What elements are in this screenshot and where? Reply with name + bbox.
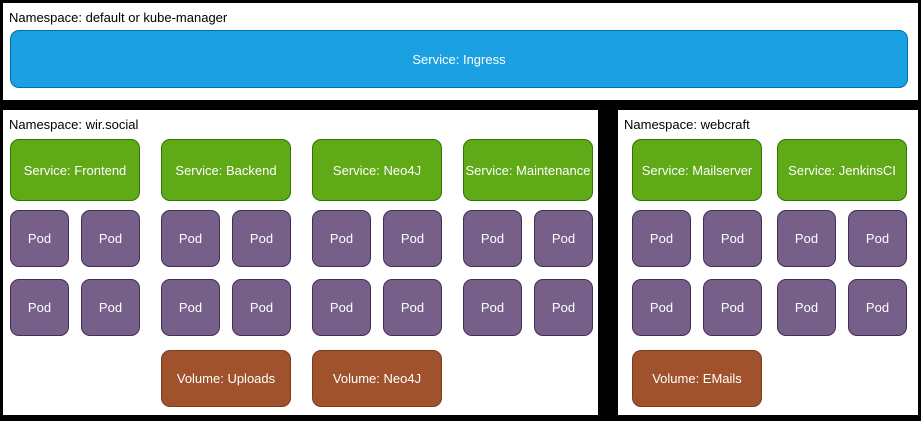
pod: Pod — [232, 279, 291, 336]
namespace-panel-default: Namespace: default or kube-manager Servi… — [3, 3, 918, 100]
pod: Pod — [161, 279, 220, 336]
pod-row: Pod Pod — [312, 210, 442, 267]
pod-row: Pod Pod — [632, 210, 762, 267]
volume-emails: Volume: EMails — [632, 350, 762, 407]
pod-row: Pod Pod — [312, 279, 442, 336]
service-group-maintenance: Service: Maintenance Pod Pod Pod Pod — [463, 139, 593, 407]
pod: Pod — [383, 210, 442, 267]
service-maintenance: Service: Maintenance — [463, 139, 593, 201]
service-group-mailserver: Service: Mailserver Pod Pod Pod Pod Volu… — [632, 139, 762, 407]
service-group-neo4j: Service: Neo4J Pod Pod Pod Pod Volume: N… — [312, 139, 442, 407]
pod: Pod — [632, 210, 691, 267]
pod: Pod — [534, 279, 593, 336]
pod: Pod — [10, 279, 69, 336]
pod: Pod — [534, 210, 593, 267]
namespace-label: Namespace: wir.social — [9, 117, 139, 132]
namespace-panel-webcraft: Namespace: webcraft Service: Mailserver … — [618, 110, 918, 415]
pod-row: Pod Pod — [10, 210, 140, 267]
pod: Pod — [848, 279, 907, 336]
service-ingress: Service: Ingress — [10, 30, 908, 88]
pod: Pod — [463, 210, 522, 267]
pod: Pod — [81, 210, 140, 267]
pod: Pod — [161, 210, 220, 267]
pod: Pod — [703, 210, 762, 267]
pod: Pod — [777, 279, 836, 336]
pod: Pod — [848, 210, 907, 267]
pod-row: Pod Pod — [161, 210, 291, 267]
pod: Pod — [312, 210, 371, 267]
pod-row: Pod Pod — [632, 279, 762, 336]
pod: Pod — [10, 210, 69, 267]
pod: Pod — [632, 279, 691, 336]
pod: Pod — [232, 210, 291, 267]
service-mailserver: Service: Mailserver — [632, 139, 762, 201]
service-columns: Service: Mailserver Pod Pod Pod Pod Volu… — [632, 139, 907, 407]
pod-row: Pod Pod — [463, 279, 593, 336]
pod: Pod — [81, 279, 140, 336]
namespace-label: Namespace: webcraft — [624, 117, 750, 132]
pod: Pod — [312, 279, 371, 336]
volume-uploads: Volume: Uploads — [161, 350, 291, 407]
namespace-label: Namespace: default or kube-manager — [9, 10, 228, 25]
pod-row: Pod Pod — [161, 279, 291, 336]
pod: Pod — [463, 279, 522, 336]
service-group-frontend: Service: Frontend Pod Pod Pod Pod — [10, 139, 140, 407]
service-backend: Service: Backend — [161, 139, 291, 201]
pod: Pod — [777, 210, 836, 267]
pod-row: Pod Pod — [463, 210, 593, 267]
namespace-panel-wir-social: Namespace: wir.social Service: Frontend … — [3, 110, 598, 415]
pod-row: Pod Pod — [10, 279, 140, 336]
service-group-backend: Service: Backend Pod Pod Pod Pod Volume:… — [161, 139, 291, 407]
service-columns: Service: Frontend Pod Pod Pod Pod Servic… — [10, 139, 593, 407]
service-neo4j: Service: Neo4J — [312, 139, 442, 201]
pod: Pod — [703, 279, 762, 336]
service-frontend: Service: Frontend — [10, 139, 140, 201]
pod-row: Pod Pod — [777, 279, 907, 336]
service-group-jenkinsci: Service: JenkinsCI Pod Pod Pod Pod — [777, 139, 907, 407]
pod-row: Pod Pod — [777, 210, 907, 267]
pod: Pod — [383, 279, 442, 336]
service-jenkinsci: Service: JenkinsCI — [777, 139, 907, 201]
volume-neo4j: Volume: Neo4J — [312, 350, 442, 407]
